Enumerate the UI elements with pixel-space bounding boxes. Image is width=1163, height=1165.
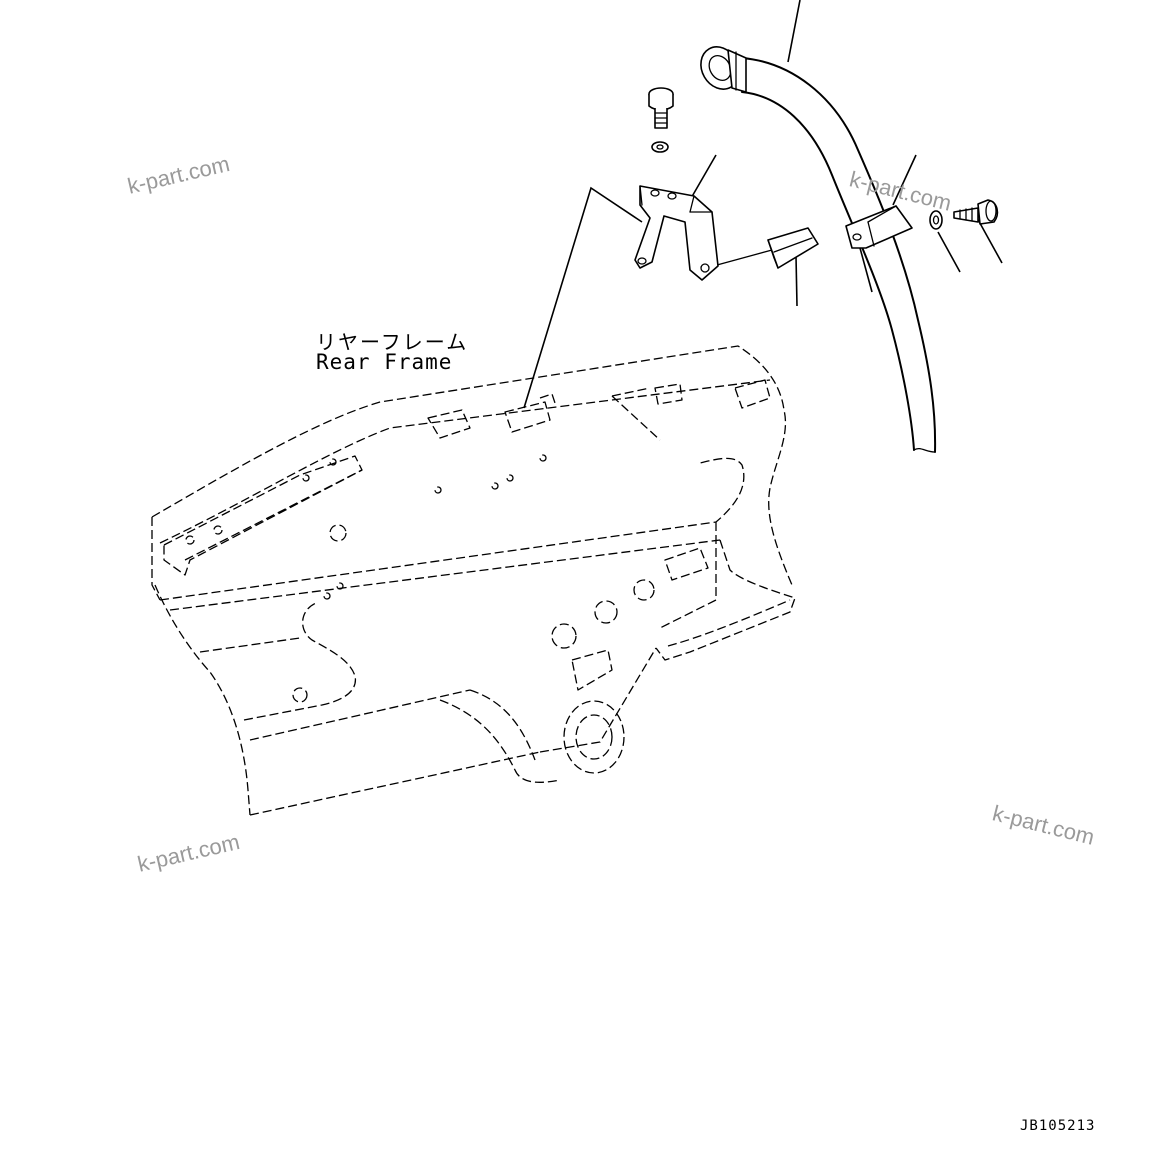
- rear-frame: [151, 345, 796, 816]
- bolt-upper: [648, 87, 674, 153]
- frame-label-en: Rear Frame: [316, 350, 453, 374]
- clamp-left: [767, 227, 819, 269]
- clamp-right: [845, 205, 913, 249]
- leader-lines: [523, 0, 1003, 409]
- bolt-side: [929, 199, 999, 230]
- drawing-number: JB105213: [1020, 1118, 1096, 1134]
- bracket: [634, 185, 719, 281]
- frame-label-jp: リヤーフレーム: [316, 330, 469, 354]
